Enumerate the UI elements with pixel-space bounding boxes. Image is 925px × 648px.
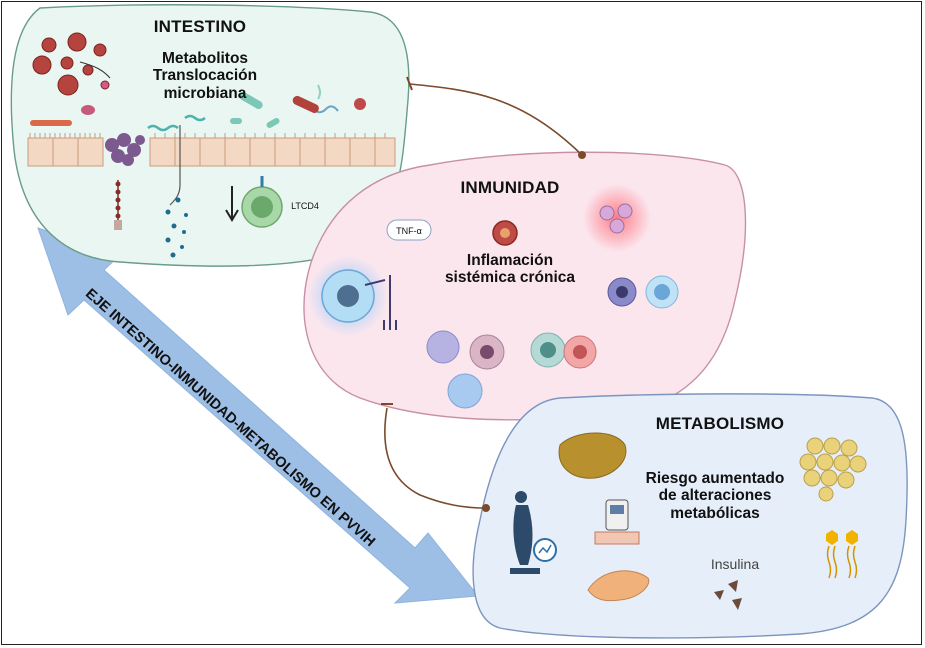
bacteria-cluster-icon <box>105 133 145 166</box>
person-scale-icon <box>510 491 557 574</box>
t-cell-nucleus <box>540 342 556 358</box>
fatty-liver-icon <box>558 432 627 479</box>
virus-icon <box>492 220 518 246</box>
gut-text: Metabolitos Translocación microbiana <box>152 50 258 102</box>
microvilli-icon <box>29 133 386 138</box>
metabolites-dots-icon <box>165 197 188 258</box>
receptor-icon <box>364 275 397 330</box>
lps-chain-icon <box>114 180 122 230</box>
infected-cells-icon <box>599 203 633 234</box>
immunity-title: INMUNIDAD <box>460 178 560 197</box>
metabolism-title: METABOLISMO <box>655 414 785 433</box>
lymphocyte-purple-icon <box>426 330 460 364</box>
connector-immunity-metabolism <box>384 407 486 509</box>
tnf-label: TNF-α <box>396 226 422 236</box>
lipid-molecules-icon <box>826 530 858 579</box>
immunity-text: Inflamación sistémica crónica <box>444 252 576 287</box>
connector-gut-immunity <box>409 83 583 156</box>
macrophage-icon <box>321 269 375 323</box>
metabolism-text: Riesgo aumentado de alteraciones metaból… <box>645 470 785 522</box>
ltcd4-label: LTCD4 <box>291 201 319 211</box>
connector-immunity-metabolism-dot <box>482 504 490 512</box>
dendritic-cell-icon <box>607 275 679 309</box>
gut-title: INTESTINO <box>153 17 247 36</box>
pancreas-icon <box>587 570 650 602</box>
connector-gut-immunity-dot <box>578 151 586 159</box>
insulin-molecules-icon <box>714 580 742 610</box>
tnf-pill <box>386 219 432 241</box>
inflammation-glow <box>583 184 651 252</box>
infected-cell-nucleus <box>573 345 587 359</box>
connector-gut-immunity-tbar <box>406 76 413 91</box>
glucometer-icon <box>594 499 640 545</box>
lymphocyte-blue-icon <box>447 373 483 409</box>
translocation-arrow-icon <box>169 125 181 206</box>
insulin-label: Insulina <box>710 556 760 572</box>
bacteria-icon <box>30 84 366 132</box>
decrease-arrow-icon <box>225 186 239 222</box>
epithelium-icon <box>27 137 396 167</box>
neutrophil-nucleus <box>480 345 494 359</box>
virus-cluster-icon <box>32 32 110 96</box>
adipocytes-icon <box>799 437 867 502</box>
release-arrow-icon <box>79 61 111 79</box>
cd4-cell-icon <box>241 176 283 228</box>
